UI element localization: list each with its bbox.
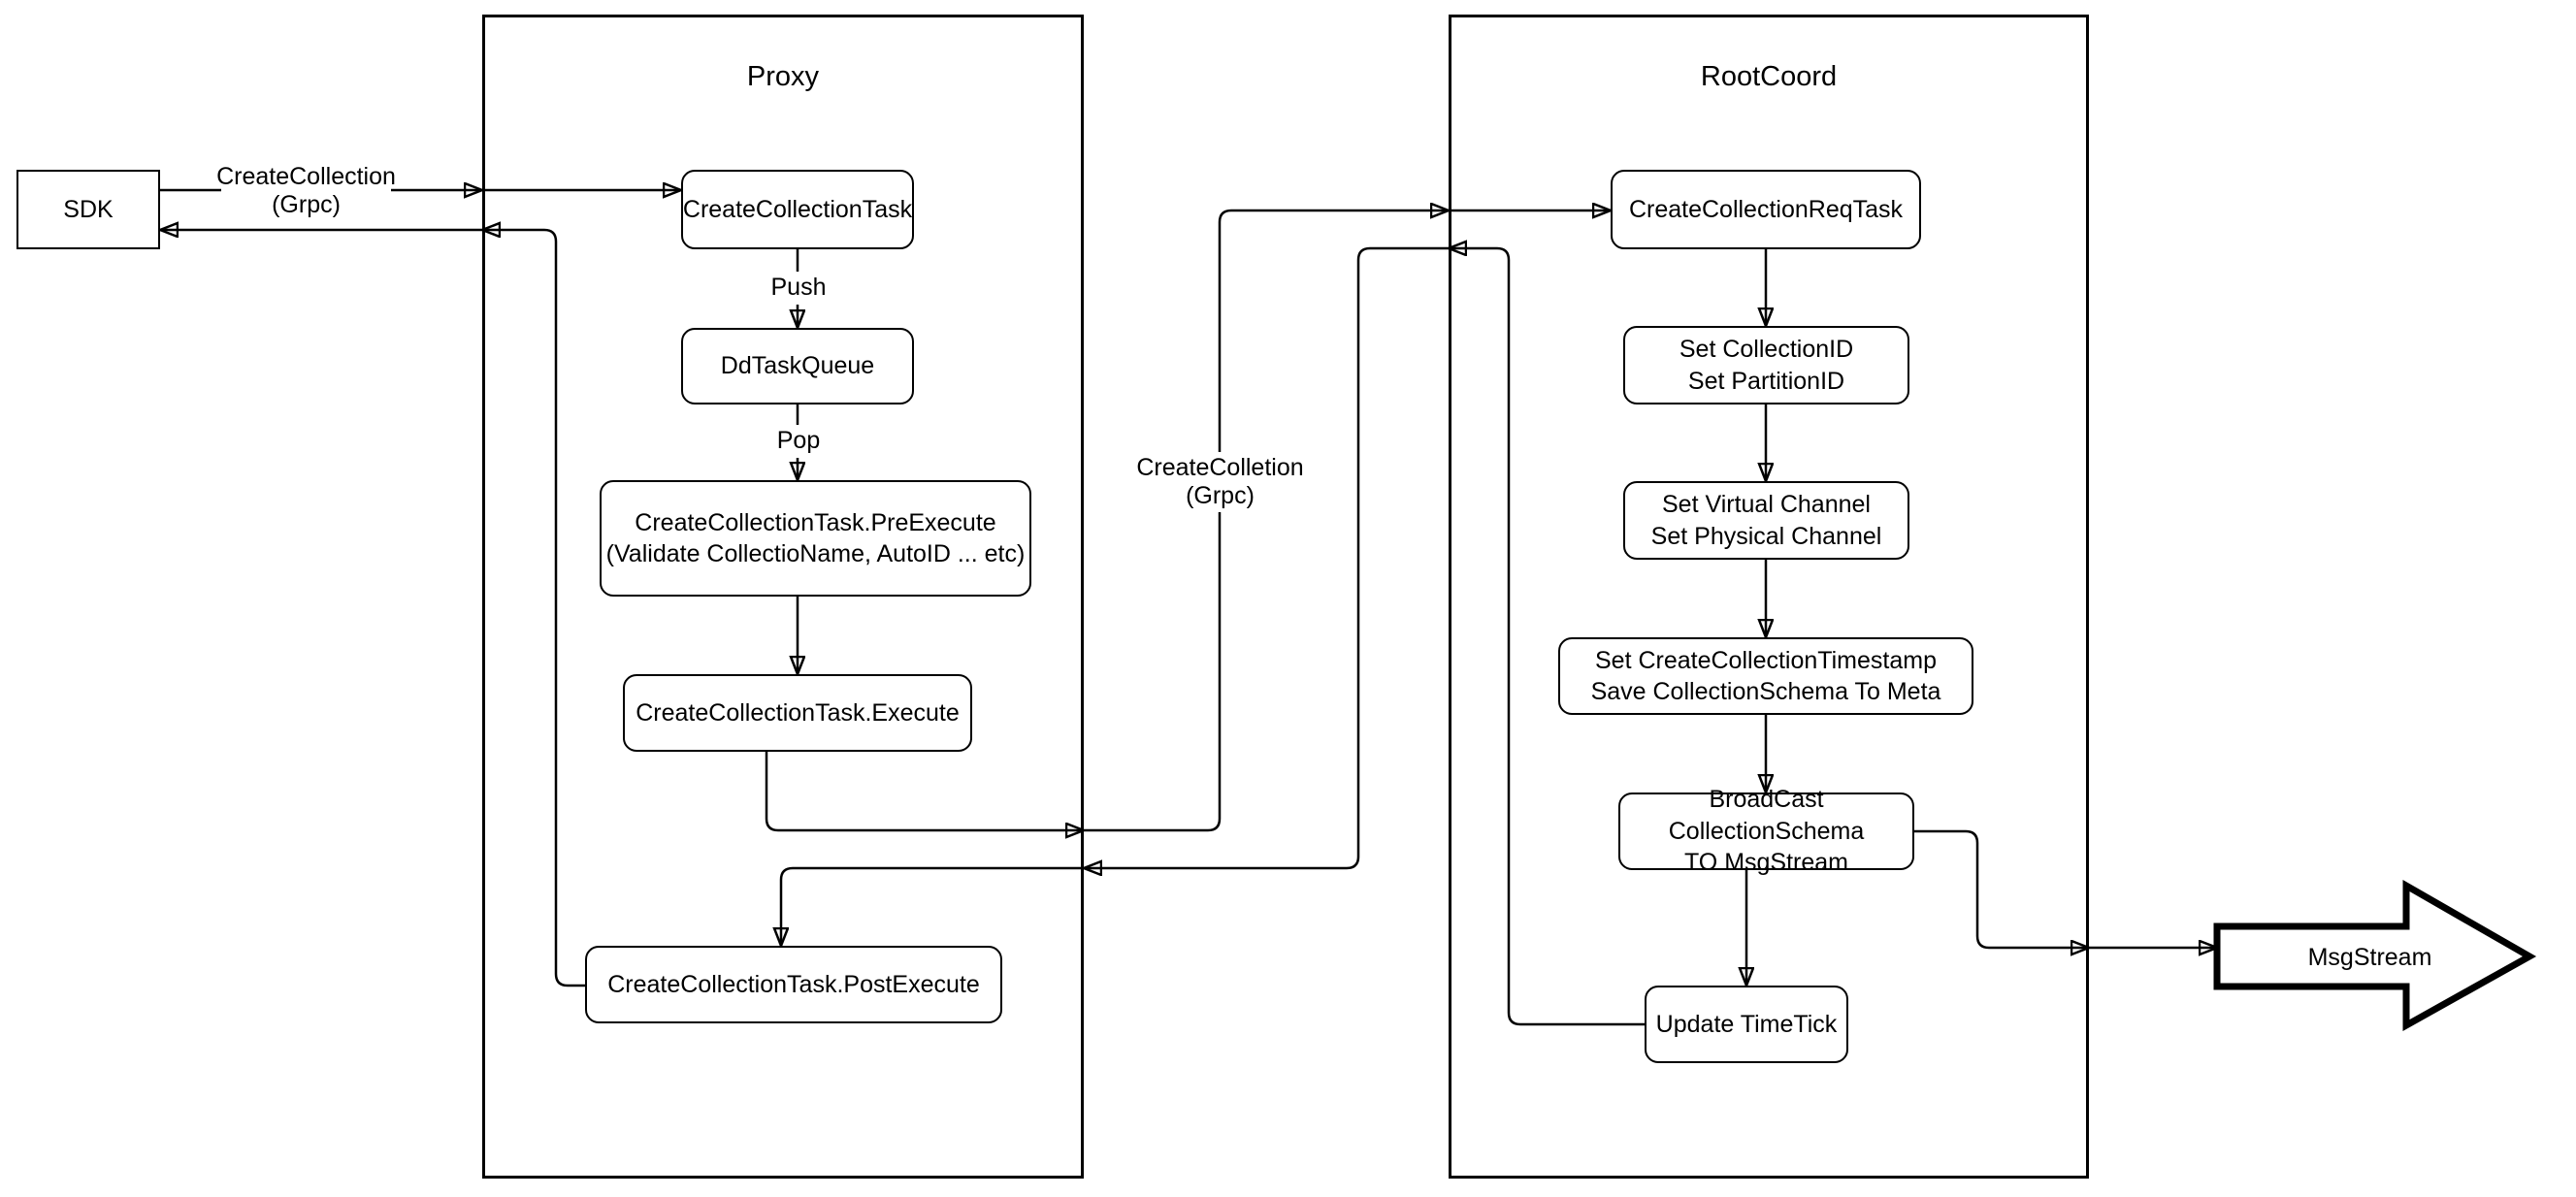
node-sdk: SDK [16, 170, 160, 249]
edge-label-push: Push [763, 272, 834, 305]
node-broadcast: BroadCast CollectionSchema TO MsgStream [1618, 786, 1914, 876]
node-dd-task-queue: DdTaskQueue [681, 328, 914, 404]
edge-broadcast-to-rootcoord-border [1914, 829, 2089, 948]
node-pre-execute: CreateCollectionTask.PreExecute (Validat… [600, 480, 1031, 597]
proxy-title: Proxy [746, 61, 820, 92]
edge-execute-to-proxy-border [765, 752, 1084, 830]
msgstream-label: MsgStream [2307, 943, 2432, 971]
node-create-collection-req-task: CreateCollectionReqTask [1611, 170, 1921, 249]
node-execute: CreateCollectionTask.Execute [623, 674, 972, 752]
edge-label-createcollection-grpc: CreateCollection (Grpc) [216, 162, 396, 220]
edge-updatetimetick-to-rootcoord-border [1449, 248, 1645, 1026]
proxy-container: Proxy [482, 15, 1084, 1179]
node-create-collection-task: CreateCollectionTask [681, 170, 914, 249]
edge-label-createcolletion-grpc: CreateColletion (Grpc) [1135, 452, 1305, 512]
rootcoord-container: RootCoord [1449, 15, 2089, 1179]
node-set-ids: Set CollectionID Set PartitionID [1623, 326, 1909, 404]
edge-proxy-border-to-rootcoord-border [1084, 210, 1449, 832]
edge-label-pop: Pop [766, 425, 831, 458]
msgstream-block-arrow [2213, 879, 2537, 1031]
edge-rootcoord-border-to-proxy-border [1084, 246, 1449, 868]
edge-proxy-border-to-postexecute [781, 866, 1084, 946]
node-set-channels: Set Virtual Channel Set Physical Channel [1623, 481, 1909, 560]
rootcoord-title: RootCoord [1700, 61, 1838, 92]
node-post-execute: CreateCollectionTask.PostExecute [585, 946, 1002, 1023]
edge-postexecute-to-proxy-border [482, 230, 585, 987]
node-update-timetick: Update TimeTick [1645, 986, 1848, 1063]
node-set-timestamp: Set CreateCollectionTimestamp Save Colle… [1558, 637, 1973, 715]
